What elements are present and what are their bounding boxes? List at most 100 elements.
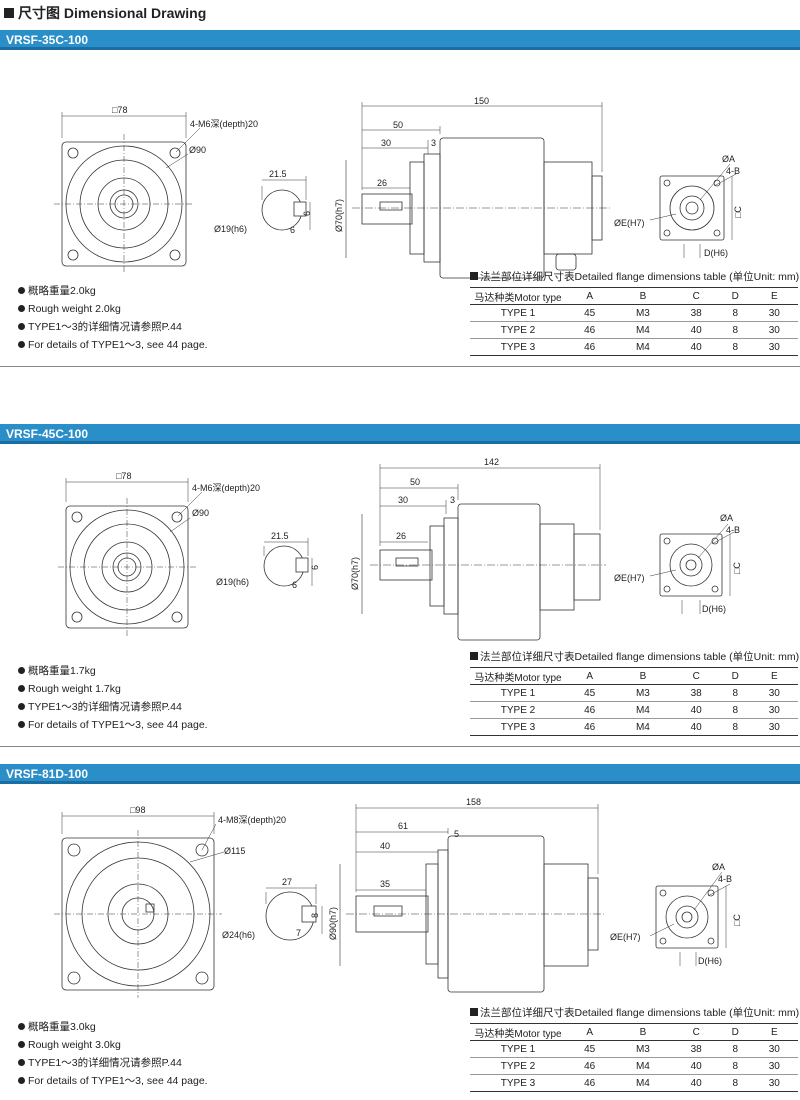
cell: 38 [672,1040,720,1058]
table-header-row: 马达种类Motor type A B C D E [470,287,798,305]
section-vrsf-45c-100: VRSF-45C-100 □78 4-M6深(depth)20 Ø90 [0,424,800,746]
model-title: VRSF-81D-100 [6,767,89,781]
page-title-text: 尺寸图 Dimensional Drawing [18,5,207,21]
page-title: 尺寸图 Dimensional Drawing [4,3,206,23]
dim-shaft-dia: Ø24(h6) [222,930,255,940]
note-item: For details of TYPE1～3, see 44 page. [18,336,208,354]
cell: 30 [750,1074,798,1092]
note-item: 概略重量2.0kg [18,282,208,300]
front-view: □78 4-M6深(depth)20 Ø90 [54,105,258,274]
square-bullet-icon [4,8,14,18]
note-item: Rough weight 1.7kg [18,680,208,698]
cell: 30 [750,321,798,339]
section-header-bar: VRSF-35C-100 [0,30,800,50]
side-view: 158 61 40 5 35 Ø90(h7) [328,797,606,993]
cell: 40 [672,701,720,719]
col-c: C [672,667,720,685]
note-text: 概略重量3.0kg [28,1021,96,1033]
dim-d1: 50 [410,477,420,487]
bullet-icon [18,1077,25,1084]
flange-e: ØE(H7) [610,932,641,942]
cell: 8 [719,321,751,339]
note-item: 概略重量3.0kg [18,1018,208,1036]
note-text: 概略重量2.0kg [28,285,96,297]
note-text: For details of TYPE1～3, see 44 page. [28,1075,208,1087]
flange-d: D(H6) [704,248,728,258]
cell: 40 [672,1074,720,1092]
note-text: Rough weight 2.0kg [28,303,121,315]
dim-total-length: 158 [466,797,481,807]
cell: TYPE 2 [470,701,566,719]
bullet-icon [18,703,25,710]
section-divider [0,366,800,367]
table-title: 法兰部位详细尺寸表Detailed flange dimensions tabl… [480,271,800,283]
motor-flange-view: ØA 4-B □C ØE(H7) D(H6) [610,862,742,966]
cell: 46 [566,321,614,339]
dim-key: 8 [310,913,320,918]
note-item: Rough weight 2.0kg [18,300,208,318]
note-text: Rough weight 3.0kg [28,1039,121,1051]
flange-a: ØA [720,513,733,523]
dim-key2: 6 [292,580,297,590]
dim-shaft-dia: Ø19(h6) [216,577,249,587]
bullet-icon [18,323,25,330]
flange-c: □C [733,206,743,218]
flange-d: D(H6) [698,956,722,966]
dim-d2: 30 [381,138,391,148]
shaft-section: 27 8 7 Ø24(h6) [222,877,323,941]
model-title: VRSF-35C-100 [6,33,89,47]
bullet-icon [18,341,25,348]
cell: 8 [719,304,751,322]
cell: TYPE 3 [470,338,566,356]
dim-holes: 4-M8深(depth)20 [218,815,286,825]
flange-c: □C [732,562,742,574]
dim-total-length: 150 [474,96,489,106]
cell: 46 [566,1074,614,1092]
note-item: 概略重量1.7kg [18,662,208,680]
col-c: C [672,1023,720,1041]
cell: 8 [719,684,751,702]
front-view: □78 4-M6深(depth)20 Ø90 [58,471,260,636]
cell: 40 [672,338,720,356]
bullet-icon [18,721,25,728]
dim-shaft-dia: Ø19(h6) [214,224,247,234]
dim-d1: 61 [398,821,408,831]
cell: 8 [719,701,751,719]
dim-flange-dia: Ø90(h7) [328,907,338,940]
dim-square: □98 [130,805,145,815]
square-bullet-icon [470,652,478,660]
cell: 40 [672,1057,720,1075]
col-a: A [566,287,614,305]
dim-flange-dia: Ø70(h7) [350,557,360,590]
col-e: E [750,1023,798,1041]
table-caption: 法兰部位详细尺寸表Detailed flange dimensions tabl… [470,269,800,284]
flange-b: 4-B [726,525,740,535]
note-text: TYPE1～3的详细情况请参照P.44 [28,321,182,333]
dim-key: 6 [302,211,312,216]
dimensional-drawing: □98 4-M8深(depth)20 Ø115 27 8 7 Ø24(h6) [54,797,742,998]
shaft-section: 21.5 6 6 Ø19(h6) [214,169,312,235]
shaft-section: 21.5 6 6 Ø19(h6) [216,531,320,590]
dim-d1: 50 [393,120,403,130]
cell: M4 [613,321,673,339]
flange-d: D(H6) [702,604,726,614]
note-item: For details of TYPE1～3, see 44 page. [18,1072,208,1090]
cell: M4 [613,1074,673,1092]
section-header-bar: VRSF-45C-100 [0,424,800,444]
dim-d4: 26 [396,531,406,541]
cell: TYPE 1 [470,1040,566,1058]
cell: 8 [719,1040,751,1058]
col-c: C [672,287,720,305]
dim-d2: 40 [380,841,390,851]
col-b: B [613,667,673,685]
cell: 45 [566,1040,614,1058]
dim-d2: 30 [398,495,408,505]
